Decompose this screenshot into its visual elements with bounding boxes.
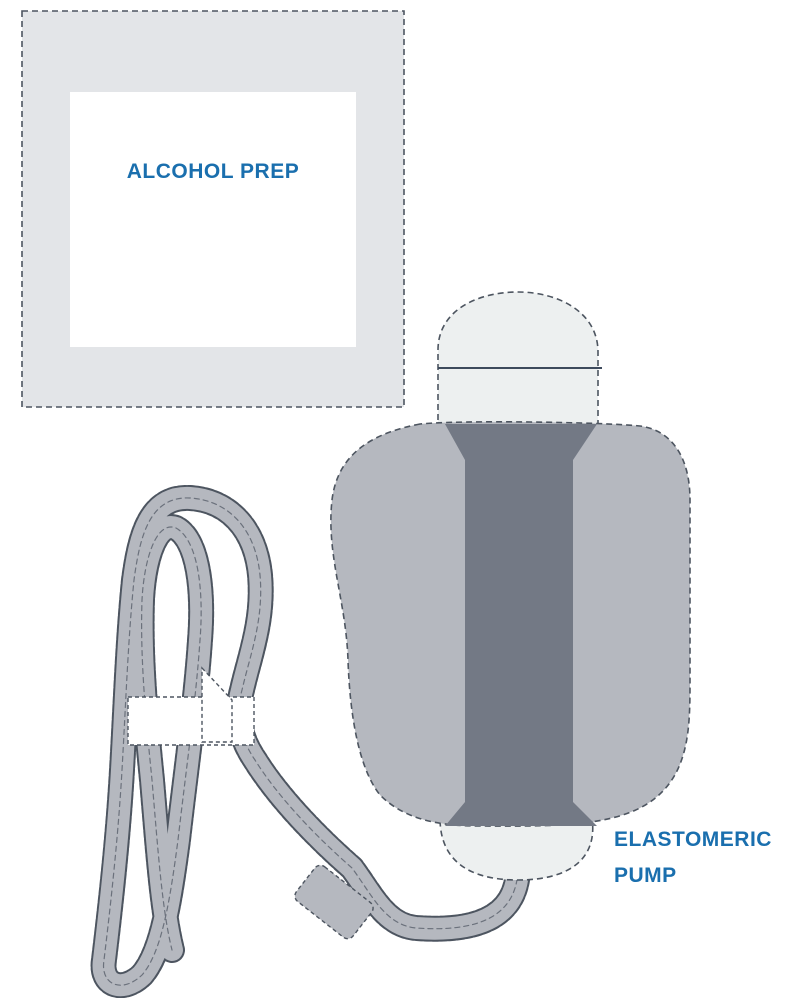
elastomeric-pump-label: ELASTOMERIC PUMP <box>614 822 804 894</box>
pump-label-line1: ELASTOMERIC <box>614 822 804 858</box>
pump-label-line2: PUMP <box>614 858 804 894</box>
pump-bottom-cap <box>440 818 593 880</box>
alcohol-prep-inner <box>70 92 356 347</box>
clamp-band <box>128 697 254 745</box>
alcohol-prep-label: ALCOHOL PREP <box>70 154 356 190</box>
clamp-arrow <box>202 668 232 742</box>
alcohol-prep-pad <box>22 11 404 407</box>
pump-top-cap <box>438 292 598 430</box>
